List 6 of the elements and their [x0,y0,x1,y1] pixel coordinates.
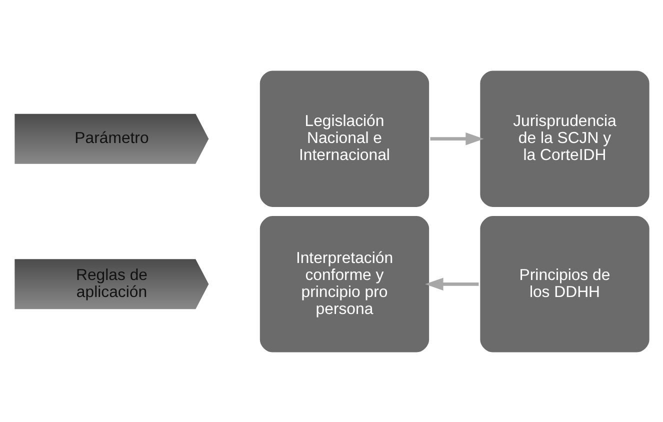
arrow [430,132,484,145]
node-box: Interpretación conforme y principio pro persona [257,213,431,354]
arrow [424,277,478,290]
node-box: Jurisprudencia de la SCJN y la CorteIDH [477,68,652,209]
node-box: Principios de los DDHH [477,213,652,354]
node-box: Legislación Nacional e Internacional [257,68,431,209]
